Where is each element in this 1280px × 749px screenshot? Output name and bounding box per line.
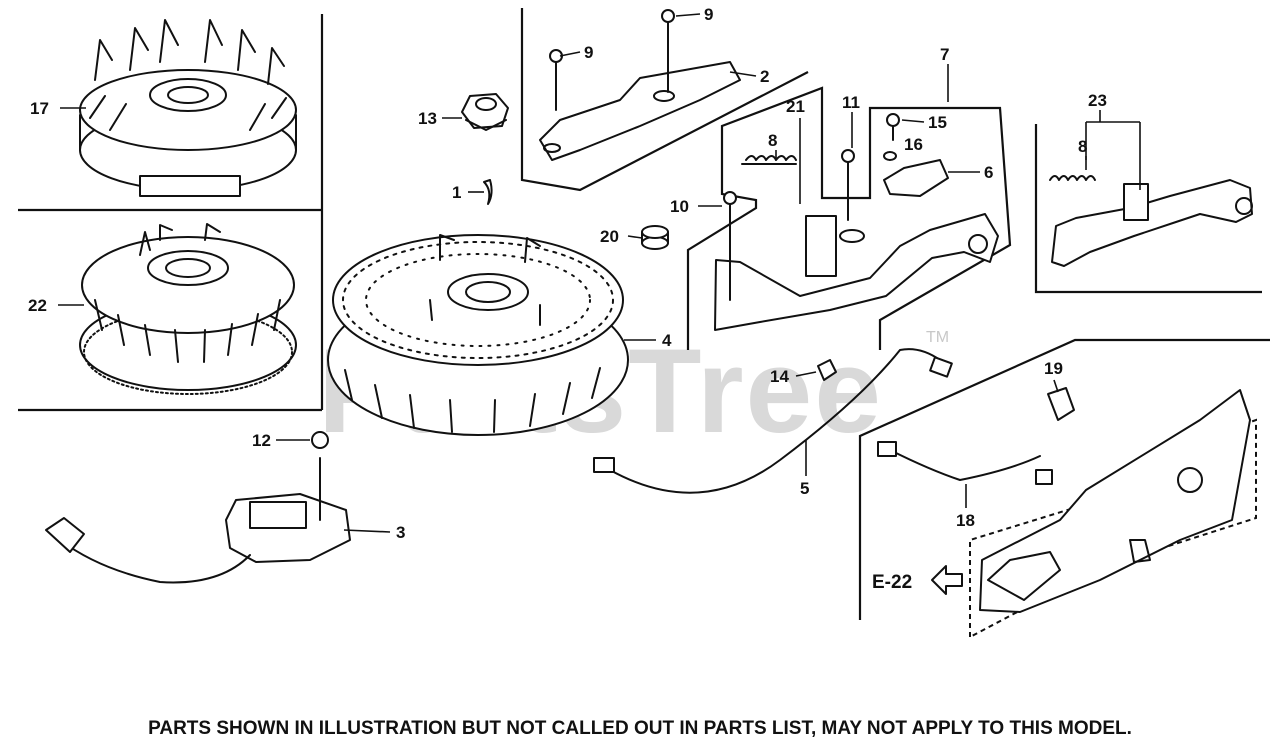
collar-20-drawing — [641, 225, 669, 250]
callout-21: 21 — [786, 97, 805, 116]
flywheel-17-drawing — [79, 19, 297, 197]
governor-arm-7-assembly — [686, 86, 1012, 350]
callout-9-right: 9 — [704, 5, 713, 24]
flywheel-22-drawing — [79, 223, 297, 395]
callout-14: 14 — [770, 367, 789, 386]
nut-13-drawing — [461, 93, 509, 131]
callout-8-right: 8 — [1078, 137, 1087, 156]
governor-arm-23-assembly — [1034, 124, 1262, 294]
control-base-assembly — [858, 338, 1270, 639]
callout-12: 12 — [252, 431, 271, 450]
callout-19: 19 — [1044, 359, 1063, 378]
callout-7: 7 — [940, 45, 949, 64]
callout-3: 3 — [396, 523, 405, 542]
callout-2: 2 — [760, 67, 769, 86]
ignition-coil-3-drawing — [45, 431, 351, 584]
callout-15: 15 — [928, 113, 947, 132]
ground-wire-5-drawing — [593, 348, 953, 494]
flywheel-4-drawing — [327, 234, 629, 436]
bracket-2-assembly — [520, 8, 809, 192]
callout-10: 10 — [670, 197, 689, 216]
callout-6: 6 — [984, 163, 993, 182]
callout-20: 20 — [600, 227, 619, 246]
callout-8-middle: 8 — [768, 131, 777, 150]
inset-frames-left — [18, 14, 324, 412]
callout-13: 13 — [418, 109, 437, 128]
callout-11: 11 — [842, 93, 860, 112]
callout-1: 1 — [452, 183, 461, 202]
callout-16: 16 — [904, 135, 923, 154]
callout-4: 4 — [662, 331, 672, 350]
callout-22: 22 — [28, 296, 47, 315]
callout-9-left: 9 — [584, 43, 593, 62]
callouts: 17 22 13 1 9 9 2 7 21 8 11 15 16 6 10 20… — [28, 5, 1107, 542]
callout-18: 18 — [956, 511, 975, 530]
leader-lines — [58, 13, 1141, 533]
callout-5: 5 — [800, 479, 809, 498]
footnote: PARTS SHOWN IN ILLUSTRATION BUT NOT CALL… — [148, 718, 1132, 739]
reference-label: E-22 — [872, 572, 912, 593]
key-1-drawing — [483, 179, 493, 205]
callout-23: 23 — [1088, 91, 1107, 110]
callout-17: 17 — [30, 99, 49, 118]
watermark-trademark: TM — [926, 329, 949, 346]
